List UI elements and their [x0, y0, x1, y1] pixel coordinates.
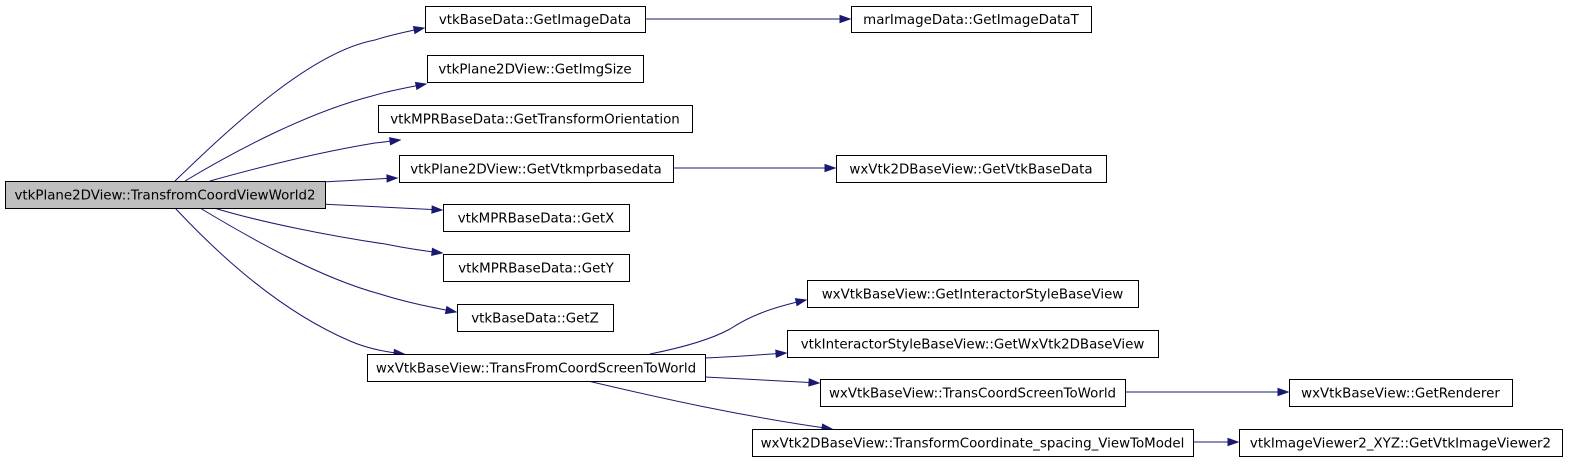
edge-line	[184, 83, 427, 182]
edge-line	[319, 177, 398, 183]
node-box	[443, 204, 630, 232]
edge-transCoordScreenToWorld-to-getRenderer	[1125, 387, 1290, 397]
edge-transFromCoordScreenToWorld-to-transCoordScreenToWorld	[704, 376, 821, 387]
edges-layer	[174, 14, 1290, 447]
edge-line	[174, 27, 425, 182]
node-getZ[interactable]: vtkBaseData::GetZ	[457, 304, 614, 332]
node-box	[443, 254, 630, 282]
node-label: wxVtk2DBaseView::TransformCoordinate_spa…	[761, 437, 1185, 452]
edge-getVtkmprbasedata-to-getVtkBaseData	[673, 163, 837, 173]
node-label: wxVtkBaseView::TransFromCoordScreenToWor…	[376, 362, 696, 377]
node-getImageDataT[interactable]: marImageData::GetImageDataT	[851, 6, 1092, 33]
edge-arrowhead	[824, 163, 837, 173]
node-transFromCoordScreenToWorld[interactable]: wxVtkBaseView::TransFromCoordScreenToWor…	[367, 354, 706, 382]
node-getTransformOrientation[interactable]: vtkMPRBaseData::GetTransformOrientation	[378, 105, 693, 133]
node-getImageData[interactable]: vtkBaseData::GetImageData	[425, 6, 646, 33]
node-getX[interactable]: vtkMPRBaseData::GetX	[443, 204, 630, 232]
node-label: wxVtkBaseView::GetRenderer	[1301, 387, 1500, 402]
node-label: vtkPlane2DView::TransfromCoordViewWorld2	[14, 189, 315, 204]
edge-arrowhead	[412, 26, 426, 35]
node-label: wxVtk2DBaseView::GetVtkBaseData	[849, 163, 1092, 178]
edge-arrowhead	[1227, 437, 1240, 447]
node-box	[851, 6, 1092, 33]
nodes-layer: vtkPlane2DView::TransfromCoordViewWorld2…	[5, 6, 1563, 457]
edge-line	[174, 207, 405, 355]
node-label: vtkPlane2DView::GetVtkmprbasedata	[410, 163, 661, 178]
edge-arrowhead	[414, 81, 428, 91]
edge-arrowhead	[386, 174, 399, 183]
node-transformCoordinate[interactable]: wxVtk2DBaseView::TransformCoordinate_spa…	[752, 429, 1194, 457]
edge-line	[704, 376, 820, 384]
edge-getImageData-to-getImageDataT	[645, 14, 852, 24]
edge-line	[199, 207, 457, 313]
node-label: wxVtkBaseView::GetInteractorStyleBaseVie…	[822, 288, 1124, 303]
node-box	[367, 354, 706, 382]
node-getVtkImageViewer2[interactable]: vtkImageViewer2_XYZ::GetVtkImageViewer2	[1239, 429, 1563, 457]
node-box	[752, 429, 1194, 457]
edge-transFromCoordScreenToWorld-to-getInteractorStyleBaseView	[649, 298, 808, 355]
edge-transFromCoordScreenToWorld-to-getWxVtk2DBaseView	[704, 349, 788, 359]
node-box	[378, 105, 693, 133]
node-box	[427, 55, 644, 83]
edge-arrowhead	[431, 205, 444, 214]
node-getVtkmprbasedata[interactable]: vtkPlane2DView::GetVtkmprbasedata	[399, 155, 674, 183]
node-label: vtkMPRBaseData::GetTransformOrientation	[390, 113, 680, 128]
edge-root-to-transFromCoordScreenToWorld	[174, 207, 406, 358]
node-box	[425, 6, 646, 33]
edge-arrowhead	[444, 305, 458, 315]
node-label: vtkMPRBaseData::GetX	[458, 212, 615, 227]
node-label: vtkMPRBaseData::GetY	[458, 262, 614, 277]
edge-line	[587, 380, 833, 430]
edge-root-to-getVtkmprbasedata	[319, 174, 399, 183]
edge-line	[319, 203, 443, 211]
node-getImgSize[interactable]: vtkPlane2DView::GetImgSize	[427, 55, 644, 83]
node-getRenderer[interactable]: wxVtkBaseView::GetRenderer	[1289, 379, 1513, 407]
node-getInteractorStyleBaseView[interactable]: wxVtkBaseView::GetInteractorStyleBaseVie…	[807, 280, 1139, 308]
node-getVtkBaseData[interactable]: wxVtk2DBaseView::GetVtkBaseData	[836, 155, 1107, 183]
node-label: vtkInteractorStyleBaseView::GetWxVtk2DBa…	[801, 338, 1145, 353]
edge-transFromCoordScreenToWorld-to-transformCoordinate	[587, 380, 834, 432]
edge-arrowhead	[389, 137, 402, 146]
edge-arrowhead	[775, 349, 788, 358]
node-box	[5, 181, 326, 209]
node-root: vtkPlane2DView::TransfromCoordViewWorld2	[5, 181, 326, 209]
edge-root-to-getImgSize	[184, 81, 428, 182]
node-label: vtkBaseData::GetZ	[471, 312, 599, 327]
node-box	[457, 304, 614, 332]
node-transCoordScreenToWorld[interactable]: wxVtkBaseView::TransCoordScreenToWorld	[820, 379, 1126, 407]
edge-root-to-getX	[319, 203, 444, 214]
edge-line	[213, 207, 443, 254]
edge-line	[649, 299, 807, 355]
node-getWxVtk2DBaseView[interactable]: vtkInteractorStyleBaseView::GetWxVtk2DBa…	[787, 330, 1159, 358]
edge-root-to-getZ	[199, 207, 458, 315]
node-box	[836, 155, 1107, 183]
edge-arrowhead	[808, 378, 821, 387]
node-box	[820, 379, 1126, 407]
edge-arrowhead	[1277, 387, 1290, 397]
node-box	[807, 280, 1139, 308]
edge-arrowhead	[431, 247, 444, 257]
edge-arrowhead	[839, 14, 852, 24]
edge-line	[209, 139, 401, 182]
node-box	[1289, 379, 1513, 407]
edge-root-to-getImageData	[174, 26, 426, 182]
edge-transformCoordinate-to-getVtkImageViewer2	[1193, 437, 1240, 447]
edge-root-to-getTransformOrientation	[209, 137, 402, 182]
node-label: vtkPlane2DView::GetImgSize	[438, 63, 631, 78]
node-box	[787, 330, 1159, 358]
node-box	[1239, 429, 1563, 457]
node-box	[399, 155, 674, 183]
node-getY[interactable]: vtkMPRBaseData::GetY	[443, 254, 630, 282]
node-label: vtkBaseData::GetImageData	[439, 13, 631, 28]
edge-root-to-getY	[213, 207, 444, 257]
node-label: vtkImageViewer2_XYZ::GetVtkImageViewer2	[1250, 437, 1551, 452]
edge-line	[704, 352, 787, 359]
node-label: wxVtkBaseView::TransCoordScreenToWorld	[829, 387, 1116, 402]
node-label: marImageData::GetImageDataT	[863, 13, 1079, 28]
edge-arrowhead	[794, 298, 808, 307]
